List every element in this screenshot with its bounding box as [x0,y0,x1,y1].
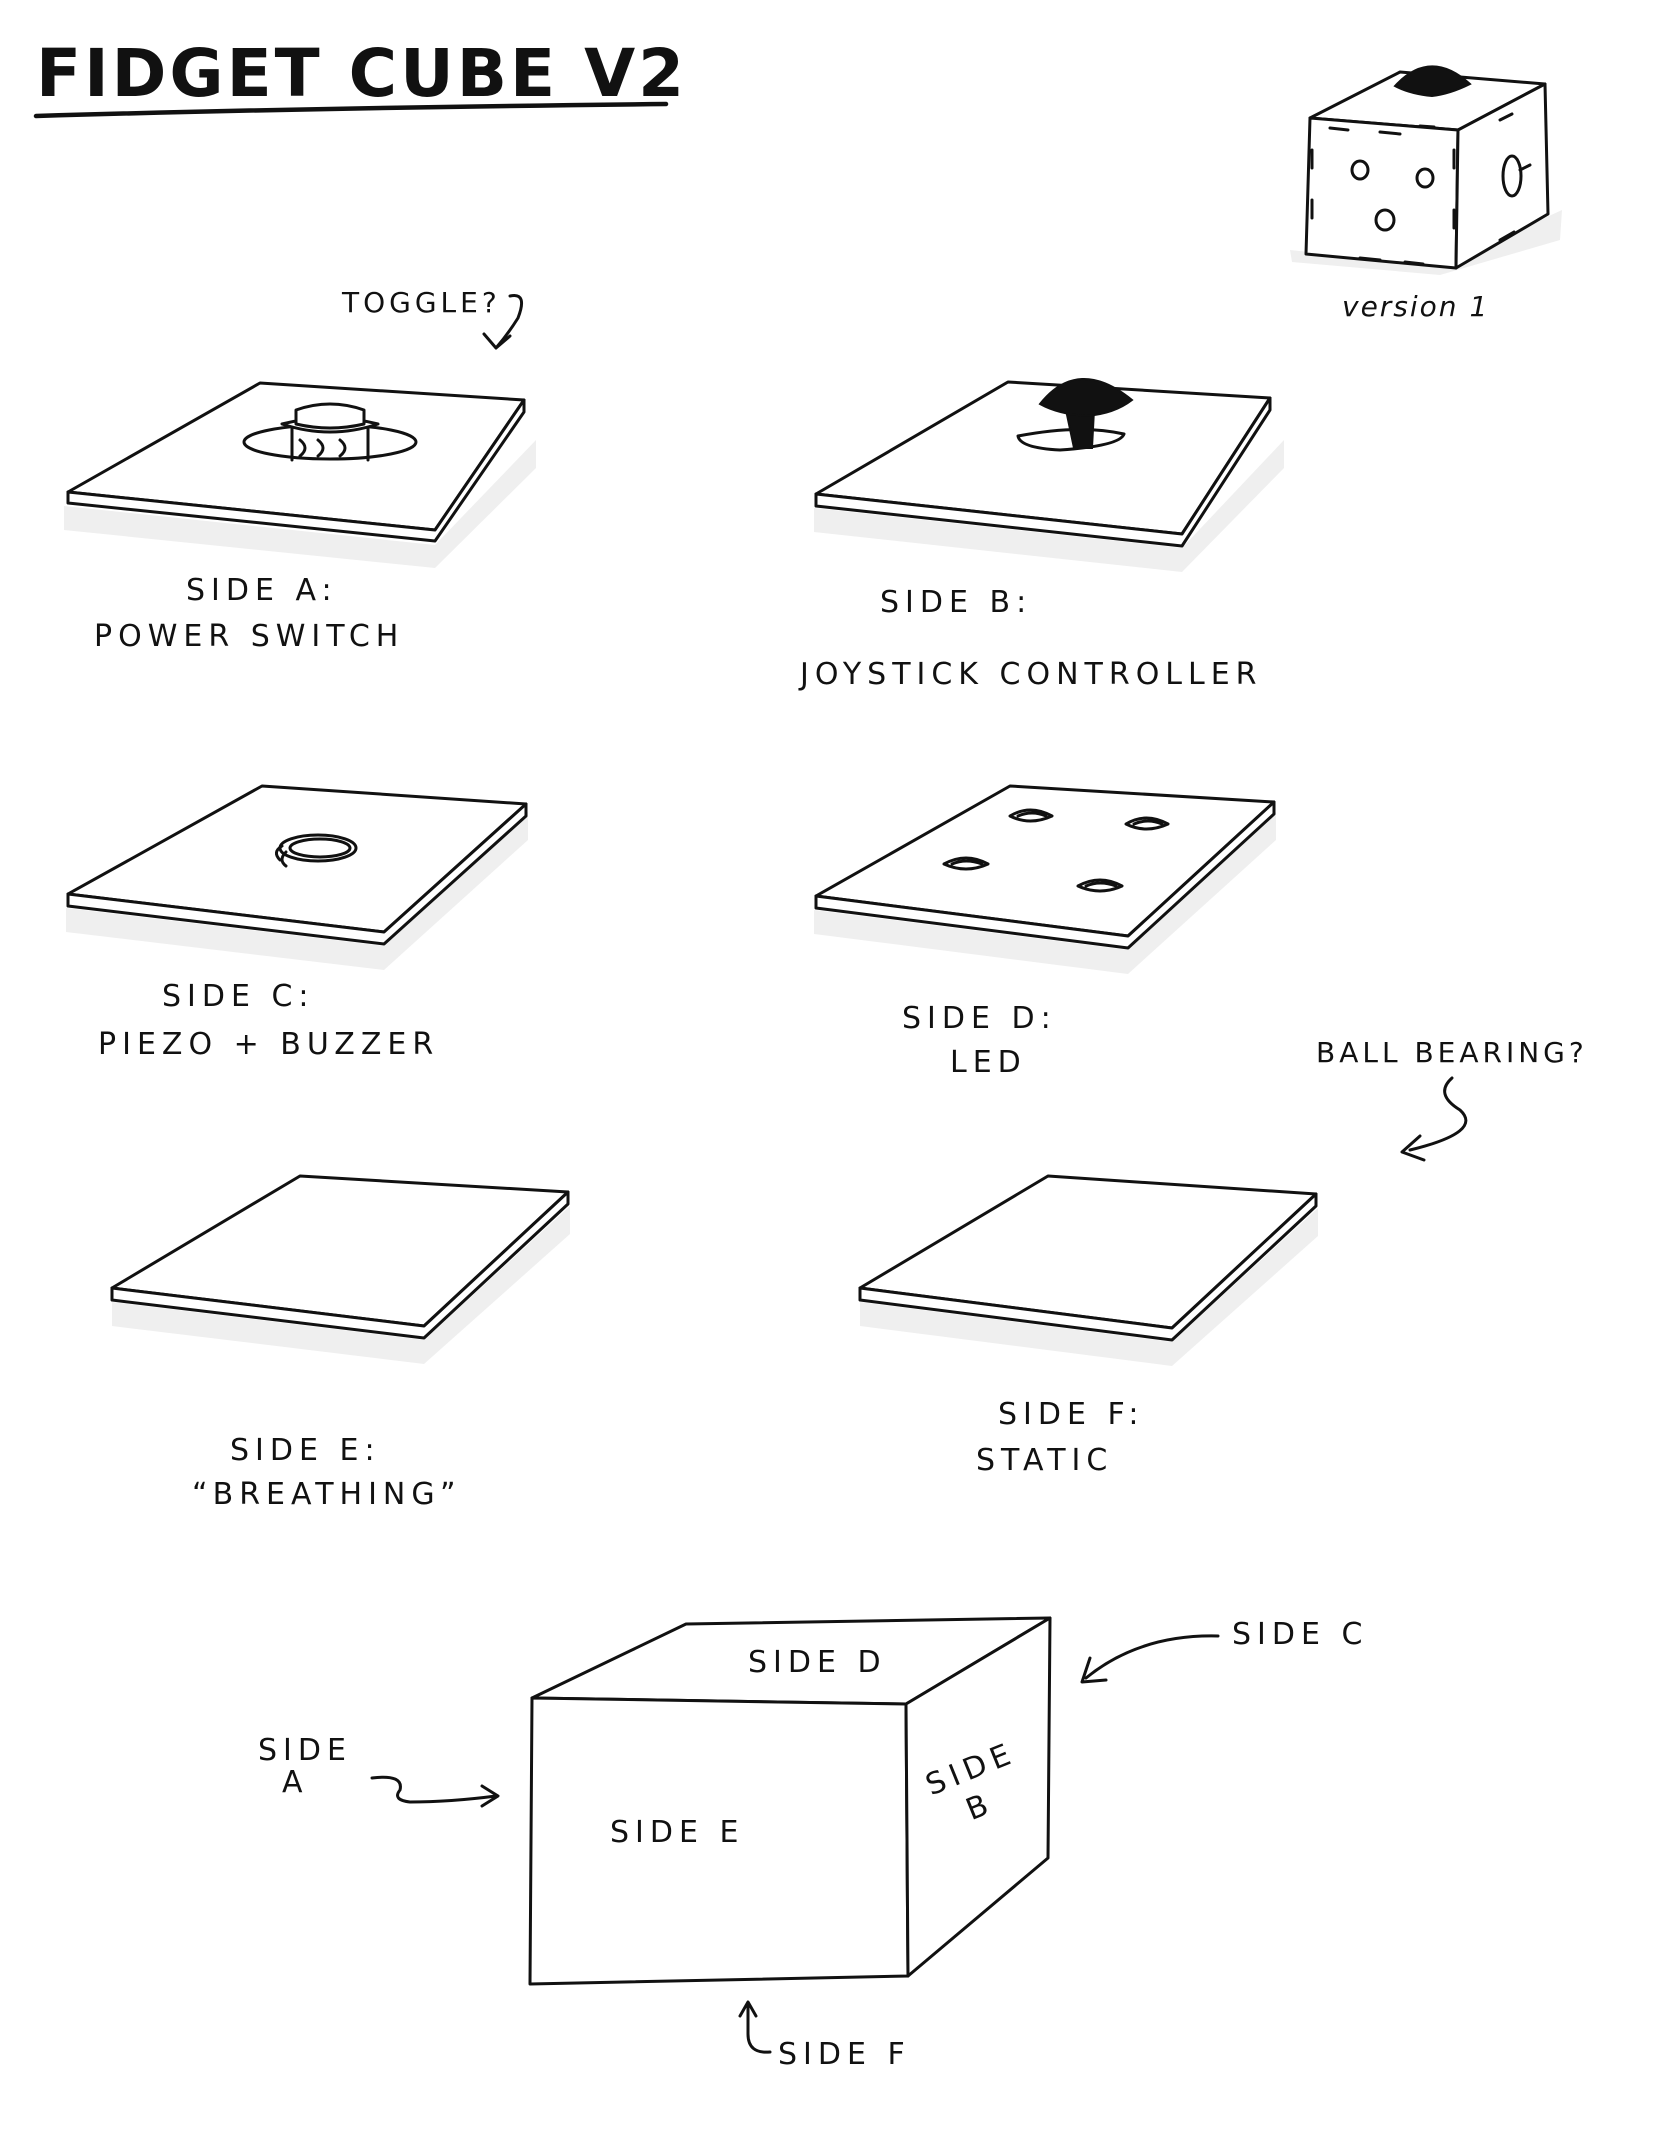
callout-side-a-arrow [372,1777,498,1806]
side-a-feature: POWER SWITCH [94,619,404,654]
panel-side-b: SIDE B: JOYSTICK CONTROLLER [798,379,1284,692]
side-b-label: SIDE B: [880,585,1032,620]
assembled-cube: SIDE D SIDE E SIDE B SIDE C SIDE A SIDE … [258,1617,1368,2072]
side-d-feature: LED [950,1045,1027,1080]
panel-side-d: SIDE D: LED [814,786,1276,1080]
side-f-feature: STATIC [976,1443,1113,1478]
callout-side-f-arrow [740,2002,770,2052]
page-title: FIDGET CUBE V2 [36,35,687,112]
thumb-front-face [1306,118,1458,268]
callout-side-f: SIDE F [778,2037,911,2072]
panel-side-e: SIDE E: “BREATHING” [112,1176,570,1512]
ball-bearing-note: BALL BEARING? [1316,1036,1588,1069]
panel-side-c: SIDE C: PIEZO + BUZZER [66,786,528,1062]
callout-side-a-line2: A [282,1765,309,1800]
callout-side-a-line1: SIDE [258,1733,352,1768]
callout-side-c: SIDE C [1232,1617,1368,1652]
thumbnail-caption: version 1 [1342,290,1489,323]
panel-side-a: TOGGLE? SIDE A: POWER SWITCH [64,286,536,654]
side-f-label: SIDE F: [998,1397,1145,1432]
side-e-feature: “BREATHING” [192,1477,462,1512]
version-1-thumbnail: version 1 [1290,66,1562,323]
side-d-label: SIDE D: [902,1001,1057,1036]
side-c-label: SIDE C: [162,979,315,1014]
title-group: FIDGET CUBE V2 [36,35,687,116]
callout-side-c-arrow [1082,1636,1218,1682]
side-a-label: SIDE A: [186,573,338,608]
panel-side-f: BALL BEARING? SIDE F: STATIC [860,1036,1588,1478]
side-e-label: SIDE E: [230,1433,381,1468]
toggle-note: TOGGLE? [341,286,501,319]
ball-bearing-arrow [1402,1078,1466,1160]
side-c-feature: PIEZO + BUZZER [98,1027,439,1062]
cube-top-label: SIDE D [748,1645,887,1680]
toggle-cap [296,404,364,428]
cube-front-label: SIDE E [610,1815,744,1850]
side-b-feature: JOYSTICK CONTROLLER [798,657,1263,692]
